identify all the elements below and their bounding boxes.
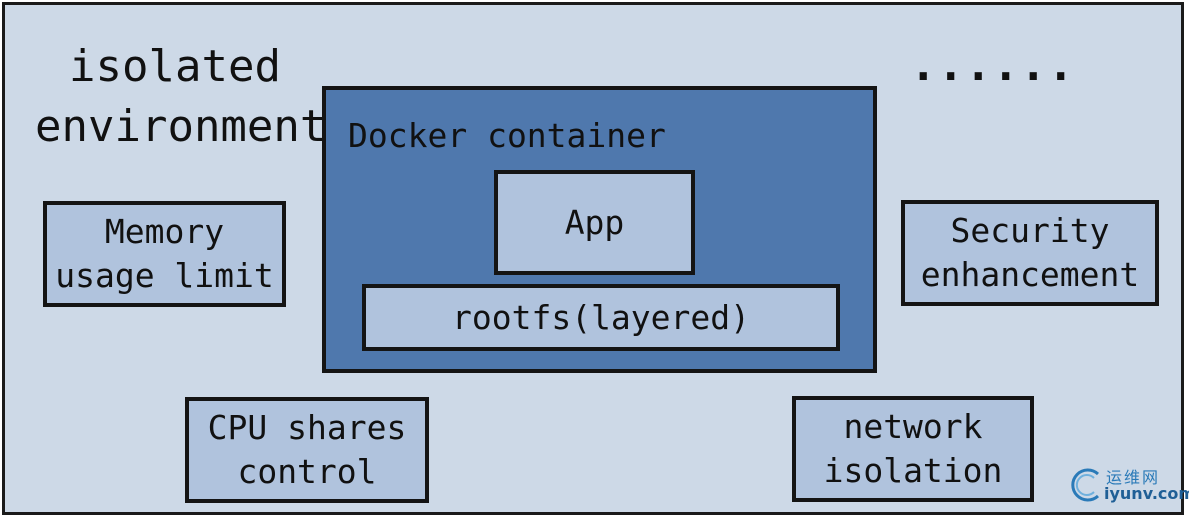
title-line-2: environment — [35, 101, 327, 152]
memory-limit-box: Memory usage limit — [43, 201, 286, 307]
title-line-1: isolated — [69, 41, 281, 92]
environment-title: isolated environment — [35, 37, 327, 157]
rootfs-box: rootfs(layered) — [362, 284, 840, 351]
memory-line-1: Memory — [104, 212, 225, 251]
security-enhancement-box: Security enhancement — [901, 200, 1159, 306]
security-line-1: Security — [950, 211, 1110, 250]
watermark-swirl-icon — [1071, 468, 1100, 502]
watermark-cn-text: 运维网 — [1106, 468, 1161, 487]
cpu-line-1: CPU shares — [207, 408, 407, 447]
watermark-logo: 运维网 iyunv.com — [1068, 460, 1189, 508]
network-line-2: isolation — [823, 451, 1003, 490]
docker-container-box: Docker container App rootfs(layered) — [322, 86, 877, 373]
network-line-1: network — [843, 407, 983, 446]
app-box: App — [494, 170, 695, 275]
rootfs-label: rootfs(layered) — [451, 297, 750, 337]
watermark-en-text: iyunv.com — [1104, 484, 1189, 503]
cpu-line-2: control — [237, 452, 377, 491]
ellipsis-more: ...... — [910, 40, 1075, 91]
app-label: App — [564, 202, 625, 242]
network-isolation-box: network isolation — [792, 396, 1034, 502]
memory-line-2: usage limit — [55, 256, 274, 295]
cpu-shares-box: CPU shares control — [185, 397, 429, 503]
security-line-2: enhancement — [920, 255, 1140, 294]
docker-container-label: Docker container — [348, 116, 666, 155]
